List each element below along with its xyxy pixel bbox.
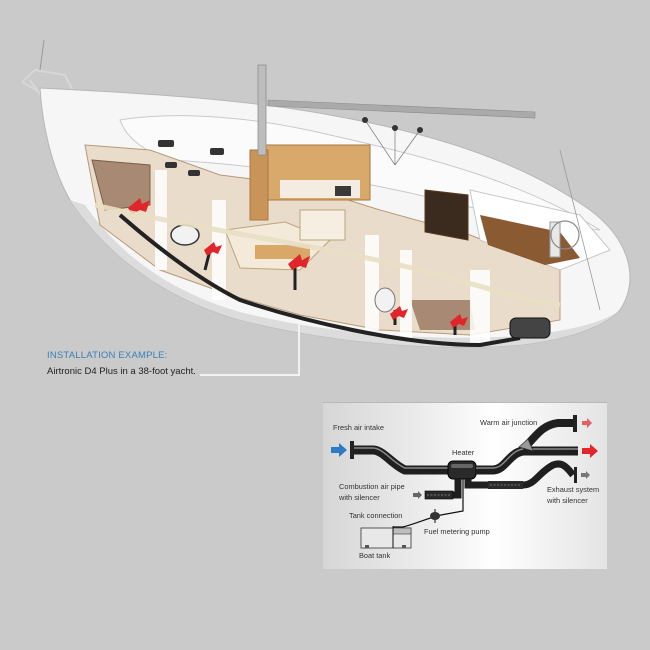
boat-tank-icon [360, 526, 412, 549]
warm-air-arrow-icon [582, 418, 598, 458]
fresh-air-arrow-icon [331, 443, 347, 457]
heater-system-diagram: Fresh air intake Warm air junction Heate… [323, 402, 607, 569]
callout-line-vertical [298, 323, 300, 376]
label-tank-connection: Tank connection [349, 511, 403, 520]
fuel-pump-icon [430, 509, 440, 523]
ducting-schematic [331, 415, 598, 549]
callout-line-horizontal [200, 374, 300, 376]
caption-title: INSTALLATION EXAMPLE: [47, 350, 168, 361]
label-warm-air-junction: Warm air junction [480, 418, 538, 427]
combustion-air-arrow-icon [413, 491, 422, 499]
label-combustion-air-pipe-2: with silencer [339, 493, 380, 502]
label-exhaust-system: Exhaust system [547, 485, 600, 494]
label-combustion-air-pipe: Combustion air pipe [339, 482, 405, 491]
label-exhaust-system-2: with silencer [547, 496, 588, 505]
exhaust-arrow-icon [581, 471, 590, 479]
label-fuel-metering-pump: Fuel metering pump [424, 527, 490, 536]
label-heater: Heater [452, 448, 475, 457]
yacht-cutaway-illustration [21, 39, 631, 348]
label-fresh-air-intake: Fresh air intake [333, 423, 384, 432]
caption-text: Airtronic D4 Plus in a 38-foot yacht. [47, 366, 196, 377]
label-boat-tank: Boat tank [359, 551, 391, 560]
